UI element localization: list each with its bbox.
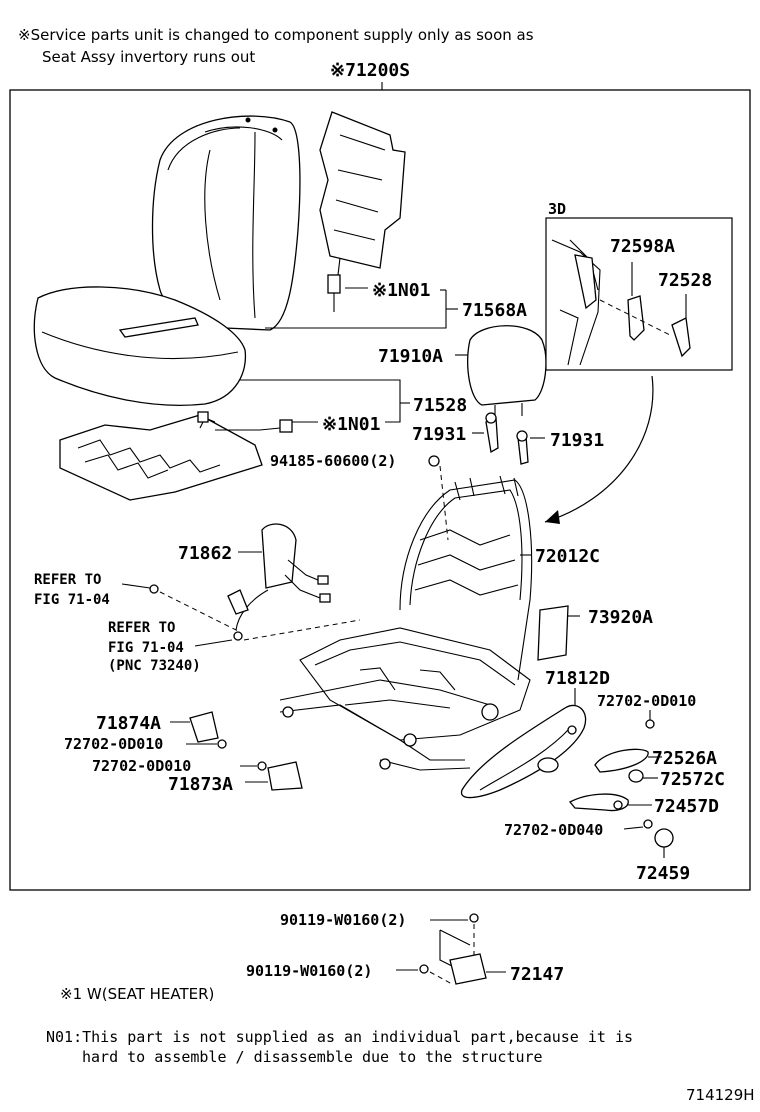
bracket-71874A-drawing [189, 711, 219, 743]
ref1-line2: FIG 71-04 [34, 592, 110, 608]
upper-leaders [240, 287, 458, 423]
figure-id: 714129H [686, 1086, 755, 1104]
inset-3d-drawing [551, 239, 691, 366]
label-n01-upper: ※1N01 [372, 280, 430, 301]
label-72012C: 72012C [535, 546, 600, 567]
screw-72702-0D040-drawing [643, 819, 653, 829]
label-71862: 71862 [178, 543, 232, 564]
bolt-72702-left2-drawing [257, 761, 267, 771]
inset-arrowhead [545, 510, 560, 524]
label-71568A: 71568A [462, 300, 527, 321]
inset-arrow [544, 375, 654, 523]
dashed-ref1 [159, 591, 241, 633]
label-90119-bottom: 90119-W0160(2) [246, 962, 372, 980]
label-72457D: 72457D [654, 796, 719, 817]
label-71931-left: 71931 [412, 424, 466, 445]
main-frame [9, 89, 751, 891]
label-72147: 72147 [510, 964, 564, 985]
knob-72526A-drawing [594, 748, 649, 773]
ref2-line1: REFER TO [108, 620, 175, 636]
label-90119-top: 90119-W0160(2) [280, 911, 406, 929]
seat-back-cover-drawing [151, 115, 301, 331]
label-72526A: 72526A [652, 748, 717, 769]
bolt-ref1-drawing [149, 584, 159, 594]
shield-71812D-drawing [461, 704, 587, 799]
inset-3d-label: 3D [548, 200, 566, 218]
label-71873A: 71873A [168, 774, 233, 795]
label-71874A: 71874A [96, 713, 161, 734]
headrest-support-drawing [485, 412, 529, 465]
label-73920A: 73920A [588, 607, 653, 628]
bolt-90119-bottom-drawing [419, 964, 429, 974]
ref1-line1: REFER TO [34, 572, 101, 588]
buckle-drawing [227, 523, 331, 641]
label-71528: 71528 [413, 395, 467, 416]
leader-72702-0D040 [623, 826, 644, 830]
dashed-ref2 [243, 619, 361, 641]
service-note-line2: Seat Assy invertory runs out [42, 48, 255, 66]
shield-knob-hole [537, 757, 559, 773]
cap-72572C-drawing [628, 769, 644, 783]
leader-ref1 [121, 583, 151, 589]
label-72572C: 72572C [660, 769, 725, 790]
n01-note-line1: N01:This part is not supplied as an indi… [46, 1028, 633, 1046]
headrest-drawing [467, 325, 547, 418]
shield-screw-hole [567, 725, 577, 735]
label-72702-right: 72702-0D010 [597, 692, 696, 710]
label-n01-lower: ※1N01 [322, 414, 380, 435]
dashed-90119-bottom [429, 971, 453, 985]
dashed-94185 [439, 465, 449, 541]
label-72598A: 72598A [610, 236, 675, 257]
ref2-line2: FIG 71-04 [108, 640, 184, 656]
label-72702-0D040: 72702-0D040 [504, 821, 603, 839]
seat-heater-mat-drawing [59, 411, 293, 501]
bolt-72702-left1-drawing [217, 739, 227, 749]
label-71812D: 71812D [545, 668, 610, 689]
lever-hole [613, 800, 623, 810]
part-73920A-drawing [537, 605, 569, 661]
shield-inner-line [479, 727, 571, 791]
part-72147-drawing [449, 953, 487, 985]
clip-94185-drawing [428, 455, 440, 467]
bolt-90119-top-drawing [469, 913, 479, 923]
heater-note: ※1 W(SEAT HEATER) [60, 985, 214, 1003]
label-71931-right: 71931 [550, 430, 604, 451]
label-72528: 72528 [658, 270, 712, 291]
bolt-72702-right-drawing [645, 719, 655, 729]
cap-72459-drawing [654, 828, 674, 848]
assembly-number-label: ※71200S [330, 60, 410, 81]
seat-cushion-drawing [33, 286, 247, 406]
label-71910A: 71910A [378, 346, 443, 367]
seat-frame-drawing [279, 475, 533, 771]
back-heater-mat-drawing [319, 111, 406, 312]
leader-ref2 [194, 639, 233, 647]
bracket-71873A-drawing [267, 761, 303, 791]
label-72459: 72459 [636, 863, 690, 884]
label-72702-left1: 72702-0D010 [64, 735, 163, 753]
n01-note-line2: hard to assemble / disassemble due to th… [82, 1048, 543, 1066]
ref2-line3: (PNC 73240) [108, 658, 201, 674]
label-72702-left2: 72702-0D010 [92, 757, 191, 775]
service-note-line1: ※Service parts unit is changed to compon… [18, 26, 534, 44]
label-94185: 94185-60600(2) [270, 452, 396, 470]
inset-3d-frame [545, 217, 733, 371]
